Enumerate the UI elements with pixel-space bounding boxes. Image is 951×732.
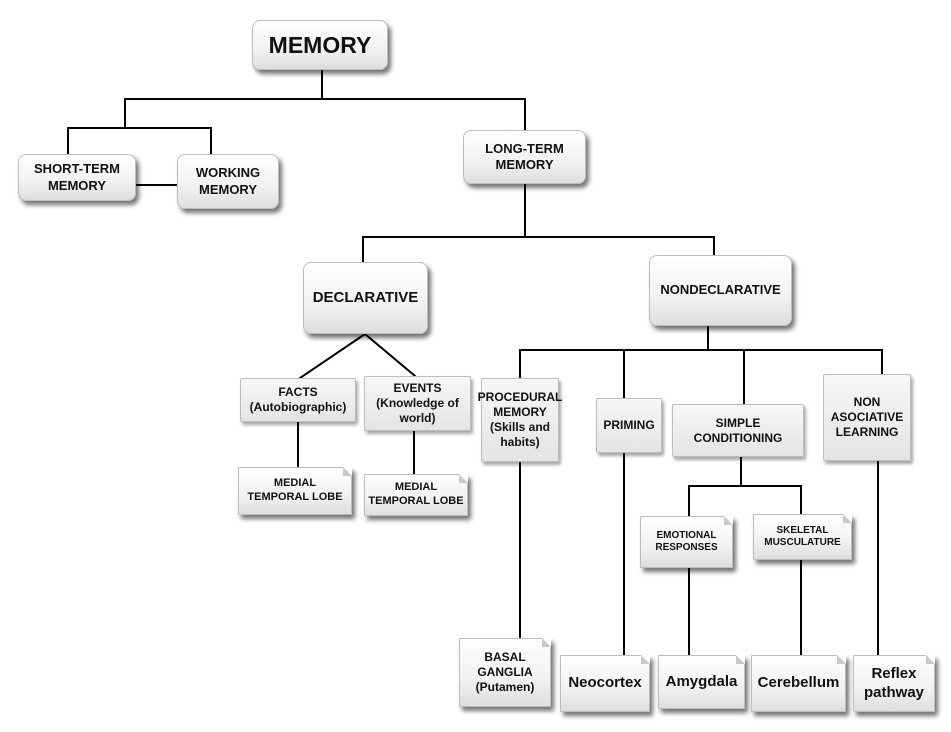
basal-ganglia-node: BASAL GANGLIA (Putamen) (459, 638, 551, 707)
neocortex-node: Neocortex (560, 655, 650, 712)
facts-node: FACTS (Autobiographic) (240, 378, 356, 422)
nondeclarative-node: NONDECLARATIVE (649, 255, 792, 326)
medial-temporal-lobe-facts-node: MEDIAL TEMPORAL LOBE (238, 467, 352, 515)
emotional-responses-node: EMOTIONAL RESPONSES (640, 516, 733, 568)
procedural-memory-node: PROCEDURAL MEMORY (Skills and habits) (478, 378, 562, 462)
amygdala-node: Amygdala (658, 655, 745, 709)
cerebellum-node: Cerebellum (751, 655, 846, 712)
long-term-memory-node: LONG-TERM MEMORY (463, 130, 586, 184)
priming-node: PRIMING (596, 398, 662, 453)
working-memory-node: WORKING MEMORY (177, 154, 279, 209)
simple-conditioning-node: SIMPLE CONDITIONING (672, 404, 804, 457)
skeletal-musculature-node: SKELETAL MUSCULATURE (753, 514, 852, 560)
memory-root-node: MEMORY (252, 20, 388, 70)
short-term-memory-node: SHORT-TERM MEMORY (18, 154, 136, 201)
non-associative-learning-node: NON ASOCIATIVE LEARNING (823, 374, 911, 461)
medial-temporal-lobe-events-node: MEDIAL TEMPORAL LOBE (364, 474, 468, 516)
events-node: EVENTS (Knowledge of world) (364, 376, 471, 431)
declarative-node: DECLARATIVE (303, 262, 428, 334)
reflex-pathway-node: Reflex pathway (853, 655, 935, 712)
